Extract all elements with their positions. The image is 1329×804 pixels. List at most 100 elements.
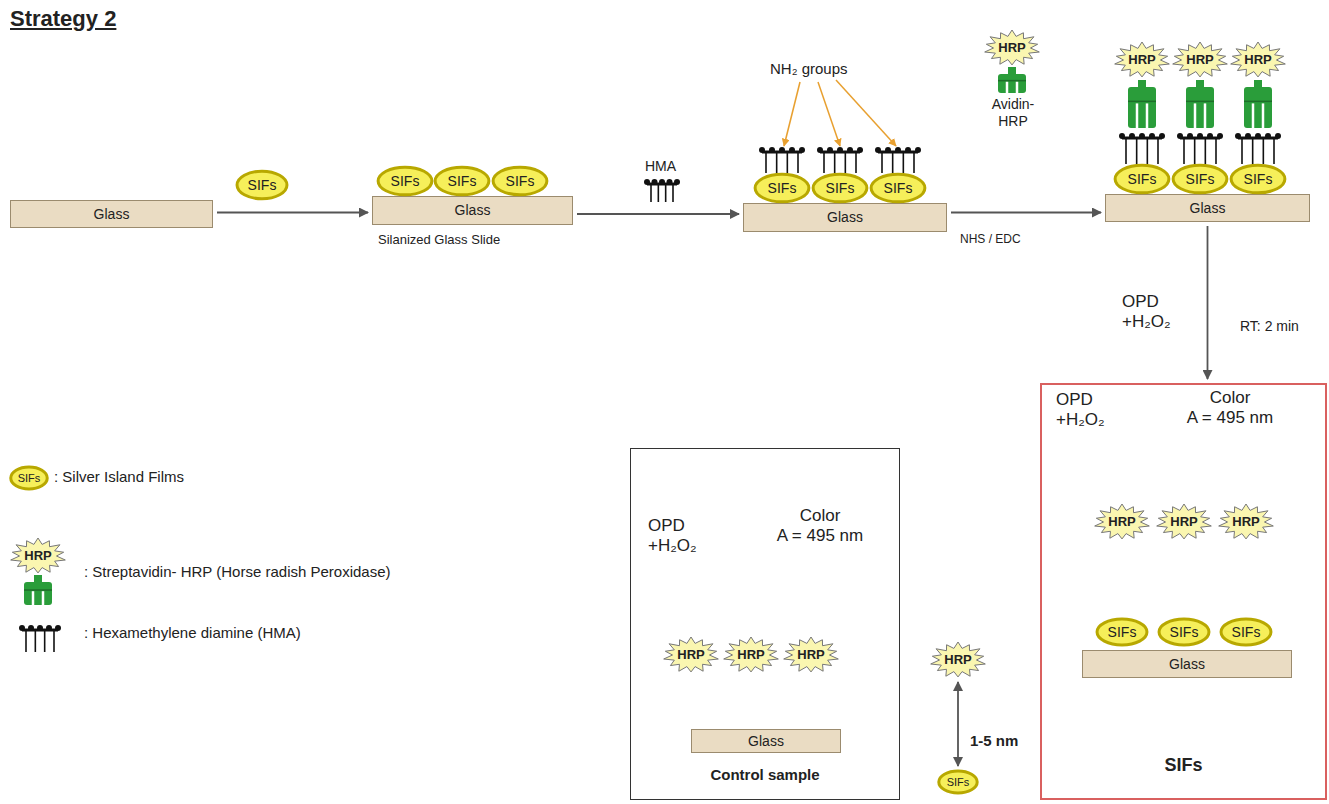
glass-slide: Glass (372, 196, 573, 225)
star-fill (1157, 504, 1212, 539)
hrp-enzyme: HRP (984, 30, 1040, 66)
hma-group (779, 147, 785, 153)
control-panel: HRPHRPHRPGlassControl sample (630, 448, 900, 800)
hma-chain (658, 184, 660, 202)
streptavidin-slit (1194, 103, 1197, 128)
annotation: HMA (645, 158, 676, 175)
glass-slide: Glass (691, 729, 841, 753)
node-label: HRP (998, 41, 1025, 56)
star-fill (1115, 42, 1170, 77)
node-label: HRP (797, 648, 824, 663)
streptavidin-slit (1146, 103, 1149, 128)
hma-chain (1215, 138, 1217, 164)
streptavidin-symbol (1186, 80, 1214, 128)
hma-chain (834, 152, 836, 173)
ellipse-fill (1231, 165, 1285, 193)
hma-group (895, 147, 901, 153)
hma-chain (665, 184, 667, 202)
node-label: SIFs (768, 180, 797, 196)
hrp-enzyme: HRP (1094, 504, 1150, 540)
hma-chain (1183, 138, 1185, 164)
node-label: SIFs (448, 173, 477, 189)
hma-chain (1136, 138, 1138, 164)
ellipse-fill (11, 467, 47, 489)
hma-group (1275, 133, 1281, 139)
hma-chain (25, 630, 27, 652)
hma-chain (1252, 138, 1254, 164)
ellipse-fill (1097, 619, 1147, 645)
hma-chain (892, 152, 894, 173)
ellipse-fill (378, 167, 432, 195)
glass-slide: Glass (743, 203, 947, 232)
hma-chain (765, 152, 767, 173)
hma-chain (881, 152, 883, 173)
node-label: SIFs (1108, 624, 1137, 640)
node-label: Glass (827, 209, 863, 225)
node-label: HRP (1232, 515, 1259, 530)
hma-chain (1194, 138, 1196, 164)
hma-chain (823, 152, 825, 173)
star-fill (985, 30, 1040, 65)
ellipse-fill (493, 167, 547, 195)
hma-symbol (817, 147, 863, 173)
hma-chain (53, 630, 55, 652)
hrp-enzyme: HRP (1218, 504, 1274, 540)
panel-caption: Control sample (710, 766, 819, 783)
hma-group (1177, 133, 1183, 139)
node-label: SIFs (1186, 171, 1215, 187)
streptavidin-slit (1006, 82, 1009, 93)
hma-group (1139, 133, 1145, 139)
streptavidin-symbol (1128, 80, 1156, 128)
distance-label: 1-5 nm (968, 732, 1020, 750)
hma-group (1129, 133, 1135, 139)
star-fill (1219, 504, 1274, 539)
node-label: SIFs (1244, 171, 1273, 187)
hma-chain (1205, 138, 1207, 164)
hma-chain (1157, 138, 1159, 164)
hma-group (1255, 133, 1261, 139)
silver-island: SIFs (938, 770, 978, 794)
silver-island: SIFs (1114, 164, 1170, 194)
hma-group (659, 179, 665, 185)
process-arrow (1207, 226, 1209, 379)
annotation: OPD +H₂O₂ (1056, 390, 1105, 431)
hma-chain (35, 630, 37, 652)
streptavidin-body (998, 74, 1026, 93)
hma-group (875, 147, 881, 153)
hma-group (1119, 133, 1125, 139)
streptavidin-symbol (24, 575, 52, 605)
hma-chain (787, 152, 789, 173)
hma-symbol (1119, 133, 1165, 164)
node-label: Glass (94, 206, 130, 222)
hma-group (1217, 133, 1223, 139)
hma-symbol (1235, 133, 1281, 164)
hrp-enzyme: HRP (1114, 42, 1170, 78)
hrp-enzyme: HRP (930, 642, 986, 678)
node-label: Glass (748, 733, 784, 749)
node-label: SIFs (826, 180, 855, 196)
hma-group (1159, 133, 1165, 139)
leader-arrow (836, 80, 896, 146)
ellipse-fill (435, 167, 489, 195)
node-label: HRP (1186, 53, 1213, 68)
hma-chain (855, 152, 857, 173)
panel-caption: SIFs (1164, 755, 1202, 776)
ellipse-fill (1115, 165, 1169, 193)
hma-group (769, 147, 775, 153)
silver-island: SIFs (1158, 618, 1210, 646)
hrp-enzyme: HRP (10, 538, 66, 574)
annotation: Avidin- HRP (982, 96, 1044, 130)
node-label: HRP (1108, 515, 1135, 530)
streptavidin-body (1128, 87, 1156, 128)
streptavidin-slit (1016, 82, 1019, 93)
node-label: HRP (1128, 53, 1155, 68)
hma-group (37, 625, 43, 631)
hma-group (837, 147, 843, 153)
streptavidin-body (1244, 87, 1272, 128)
hma-chain (1241, 138, 1243, 164)
hma-chain (1273, 138, 1275, 164)
hma-group (1245, 133, 1251, 139)
silver-island: SIFs (1230, 164, 1286, 194)
star-fill (1231, 42, 1286, 77)
star-fill (784, 637, 839, 672)
